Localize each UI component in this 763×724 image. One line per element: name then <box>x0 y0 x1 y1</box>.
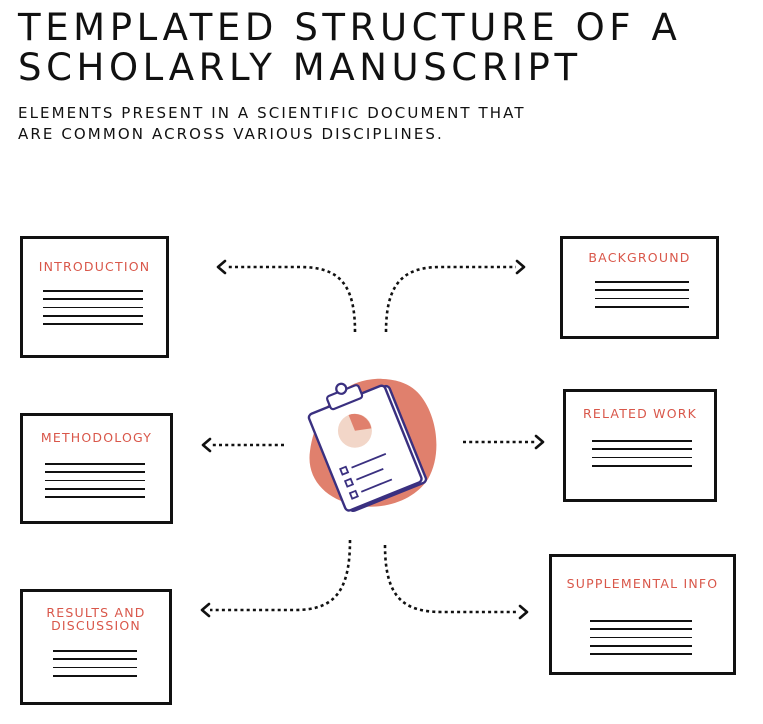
text-lines-icon <box>43 290 143 331</box>
text-lines-icon <box>45 463 145 504</box>
text-lines-icon <box>595 281 689 314</box>
arrow-to-supplemental <box>383 544 519 614</box>
arrow-to-introduction <box>226 265 357 333</box>
card-supplemental-label: SUPPLEMENTAL INFO <box>566 576 719 591</box>
arrowhead-results <box>200 602 211 618</box>
arrowhead-supplemental <box>518 604 529 620</box>
arrowhead-introduction <box>216 259 227 275</box>
page-subtitle: ELEMENTS PRESENT IN A SCIENTIFIC DOCUMEN… <box>18 103 738 145</box>
card-background: BACKGROUND <box>560 236 719 339</box>
card-methodology: METHODOLOGY <box>20 413 173 524</box>
page-title: TEMPLATED STRUCTURE OF A SCHOLARLY MANUS… <box>18 8 758 88</box>
subtitle-line-1: ELEMENTS PRESENT IN A SCIENTIFIC DOCUMEN… <box>18 104 526 122</box>
card-introduction-label: INTRODUCTION <box>38 259 151 274</box>
card-introduction: INTRODUCTION <box>20 236 169 358</box>
text-lines-icon <box>592 440 692 473</box>
arrowhead-background <box>515 259 526 275</box>
arrowhead-methodology <box>201 437 212 453</box>
title-line-2: SCHOLARLY MANUSCRIPT <box>18 46 582 89</box>
arrow-to-results <box>210 539 352 612</box>
text-lines-icon <box>53 650 137 683</box>
card-results-discussion: RESULTS AND DISCUSSION <box>20 589 172 705</box>
card-related-work: RELATED WORK <box>563 389 717 502</box>
card-background-label: BACKGROUND <box>588 250 691 265</box>
arrowhead-related-work <box>534 434 545 450</box>
arrow-to-background <box>384 265 516 333</box>
title-line-1: TEMPLATED STRUCTURE OF A <box>18 6 682 49</box>
card-results-label: RESULTS AND DISCUSSION <box>46 605 146 633</box>
subtitle-line-2: ARE COMMON ACROSS VARIOUS DISCIPLINES. <box>18 125 444 143</box>
card-supplemental-info: SUPPLEMENTAL INFO <box>549 554 736 675</box>
clipboard-chart-icon <box>307 378 437 513</box>
card-methodology-label: METHODOLOGY <box>40 430 153 445</box>
text-lines-icon <box>590 620 692 661</box>
card-related-work-label: RELATED WORK <box>582 406 698 421</box>
